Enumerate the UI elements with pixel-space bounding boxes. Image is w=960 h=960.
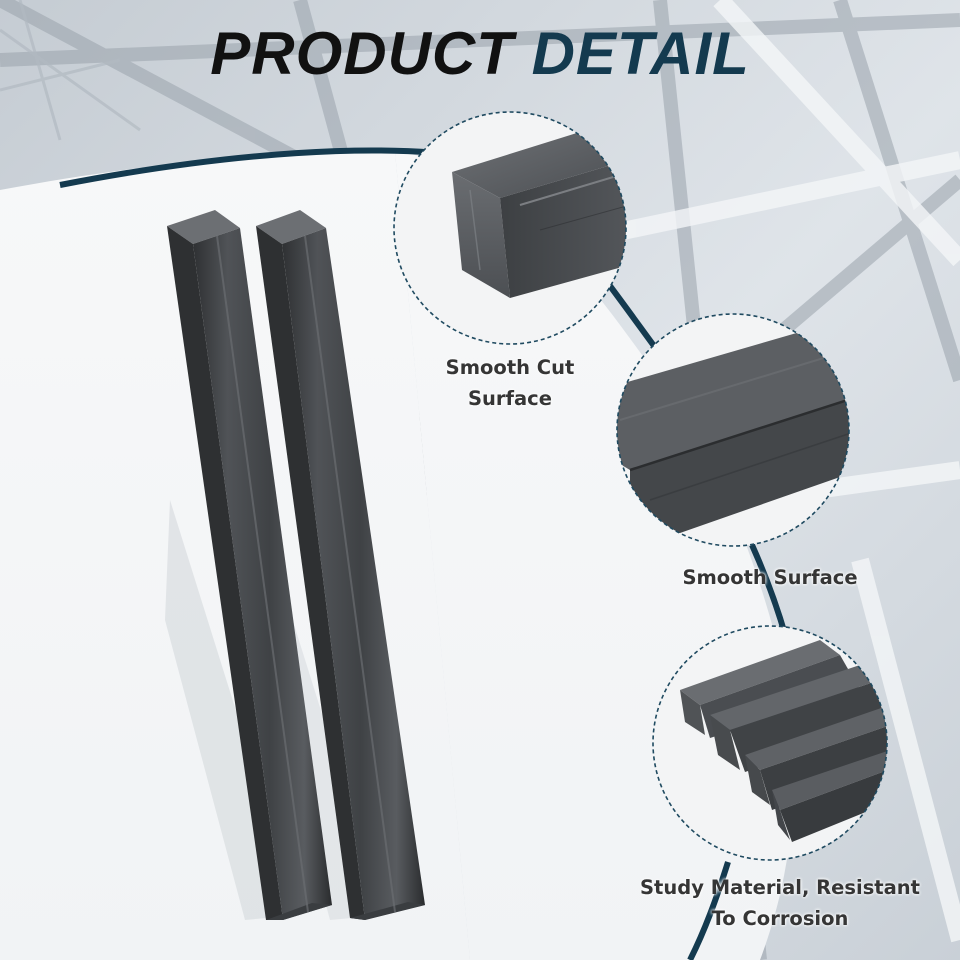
callout-cut-surface-line2: Surface: [468, 387, 552, 410]
callout-cut-surface-line1: Smooth Cut: [445, 356, 575, 379]
title-word-product: PRODUCT: [210, 20, 514, 87]
callout-material-line2: To Corrosion: [711, 907, 849, 930]
zoom-circle-side: [616, 313, 850, 547]
callout-material-line1: Study Material, Resistant: [640, 876, 920, 899]
callout-cut-surface: Smooth Cut Surface: [420, 352, 600, 414]
callout-material: Study Material, Resistant To Corrosion: [620, 872, 940, 934]
callout-surface: Smooth Surface: [660, 562, 880, 593]
zoom-circle-cut-end: [393, 111, 627, 345]
page-title: PRODUCT DETAIL: [0, 16, 960, 92]
callout-surface-line1: Smooth Surface: [682, 566, 858, 589]
title-word-detail: DETAIL: [531, 20, 750, 87]
steel-bar-left: [167, 210, 332, 920]
zoom-circle-stack: [652, 625, 888, 861]
steel-bar-right: [256, 210, 425, 920]
